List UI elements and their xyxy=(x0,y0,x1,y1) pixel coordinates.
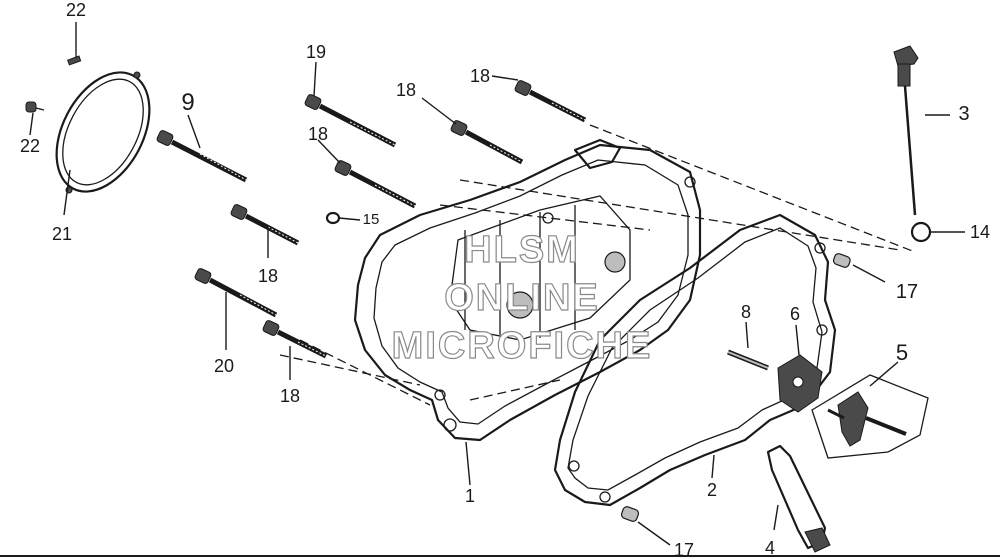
label-19: 19 xyxy=(306,42,326,62)
o-ring-part-14 xyxy=(910,221,932,243)
bracket-part-6 xyxy=(777,354,823,413)
label-14: 14 xyxy=(970,222,990,242)
label-22-left: 22 xyxy=(20,136,40,156)
bolt-part-9 xyxy=(156,130,248,183)
bolt-part-20 xyxy=(194,268,278,318)
watermark-line-1: HLSM xyxy=(464,229,580,271)
screw-part-22-top xyxy=(67,52,82,66)
label-18-left: 18 xyxy=(258,266,278,286)
bolt-part-18-top-right xyxy=(514,80,587,123)
dowel-pin-part-17-bottom xyxy=(620,506,640,522)
label-5: 5 xyxy=(896,340,908,365)
alignment-lines xyxy=(279,124,916,406)
watermark-line-3: MICROFICHE xyxy=(392,325,653,367)
ring-seal-part-21 xyxy=(55,71,151,194)
label-18-upper-left: 18 xyxy=(308,124,328,144)
label-1: 1 xyxy=(465,486,475,506)
bolt-part-18-left xyxy=(230,204,300,246)
lever-assembly-part-5 xyxy=(811,374,929,459)
label-18-top-right: 18 xyxy=(470,66,490,86)
label-15: 15 xyxy=(363,211,380,228)
screw-part-22-left xyxy=(25,101,45,113)
label-18-center: 18 xyxy=(396,80,416,100)
leader-lines xyxy=(29,22,965,546)
label-21: 21 xyxy=(52,224,72,244)
watermark-line-2: ONLINE xyxy=(444,277,600,319)
label-18-bottom-left: 18 xyxy=(280,386,300,406)
label-22-top: 22 xyxy=(66,0,86,20)
label-20: 20 xyxy=(214,356,234,376)
dowel-pin-part-17-top xyxy=(832,253,851,268)
bolt-part-18-upper-left xyxy=(334,160,417,209)
shaft-part-8 xyxy=(727,349,769,371)
label-8: 8 xyxy=(741,302,751,322)
dipstick-part-3 xyxy=(893,45,919,216)
bolt-part-18-center xyxy=(450,120,524,165)
bolt-part-18-bottom-left xyxy=(262,320,328,359)
label-17-right: 17 xyxy=(896,281,918,303)
label-3: 3 xyxy=(958,103,969,125)
watermark: HLSM ONLINE MICROFICHE xyxy=(391,228,653,367)
bolt-part-19 xyxy=(304,94,397,148)
gasket-part-2 xyxy=(553,213,837,507)
part-labels: 22 22 21 9 19 18 18 18 18 20 18 15 1 2 3… xyxy=(20,0,990,559)
label-2: 2 xyxy=(707,480,717,500)
o-ring-part-15 xyxy=(325,211,341,225)
label-6: 6 xyxy=(790,304,800,324)
label-17-bottom: 17 xyxy=(674,540,694,559)
kick-arm-part-4 xyxy=(766,444,831,553)
label-4: 4 xyxy=(765,538,775,558)
label-9: 9 xyxy=(181,89,194,116)
